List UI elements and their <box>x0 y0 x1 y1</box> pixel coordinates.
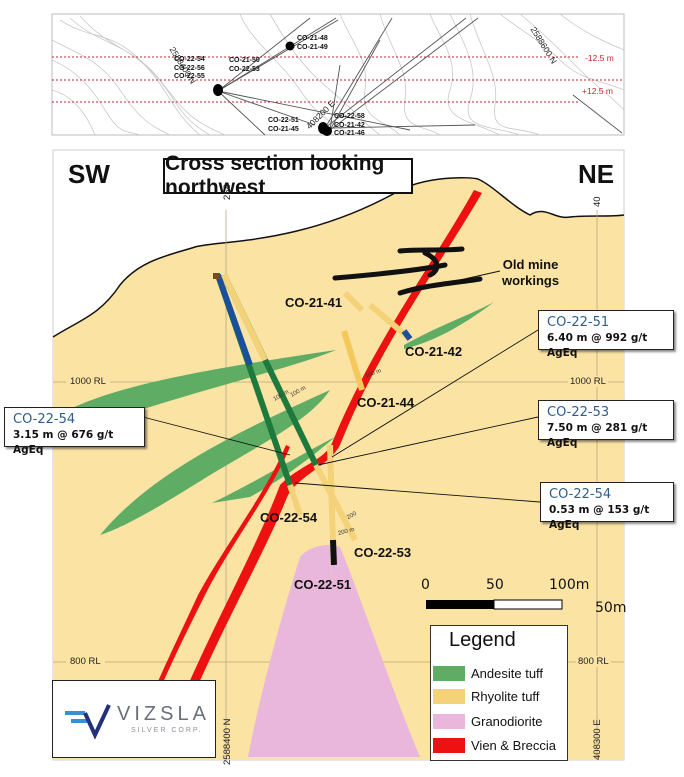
callout-hole: CO-22-54 <box>549 487 612 502</box>
callout-grade: 7.50 m @ 281 g/t AgEq <box>547 422 648 449</box>
collar-label: CO-21-50 <box>229 57 260 64</box>
scale-label-50m: 50m <box>595 600 627 616</box>
scale-label-100m: 100m <box>549 577 590 593</box>
drill-traces <box>217 17 623 136</box>
old-mine-workings <box>332 246 483 296</box>
collar-labels-west-right: CO-21-50 CO-22-53 <box>229 57 260 74</box>
collar-label: CO-22-58 <box>334 113 365 120</box>
callout-co-22-54-lower: CO-22-54 0.53 m @ 153 g/t AgEq <box>540 482 674 531</box>
collar-labels-south-right: CO-22-58 CO-21-42 CO-21-46 <box>334 113 365 139</box>
callout-grade: 0.53 m @ 153 g/t AgEq <box>549 504 650 531</box>
legend-item-rhyolite: Rhyolite tuff <box>433 689 539 704</box>
collar-label: CO-22-56 <box>174 64 205 72</box>
collar-label: CO-22-54 <box>174 56 205 63</box>
logo-name: VIZSLA <box>117 703 210 725</box>
callout-grade: 6.40 m @ 992 g/t AgEq <box>547 332 648 359</box>
grid-bottom-label: 2588400 N <box>222 718 233 765</box>
drillhole-label-co-21-41: CO-21-41 <box>285 295 343 310</box>
legend-label: Granodiorite <box>471 714 543 729</box>
drillhole-label-co-22-53: CO-22-53 <box>354 545 412 560</box>
drillhole-label-co-22-54: CO-22-54 <box>260 510 318 525</box>
legend-item-granodiorite: Granodiorite <box>433 714 543 729</box>
collar-label: CO-21-46 <box>334 130 365 137</box>
callout-hole: CO-22-54 <box>13 412 76 427</box>
cross-section: Cross section looking northwest SW NE 25… <box>0 145 684 772</box>
callout-hole: CO-22-51 <box>547 315 610 330</box>
workings-leader <box>459 270 501 281</box>
plan-view: CO-22-54 CO-22-56 CO-22-55 CO-21-50 CO-2… <box>0 0 684 145</box>
collar-labels-south-left: CO-22-51 CO-21-45 <box>268 117 299 134</box>
logo-sub: SILVER CORP. <box>131 727 203 734</box>
collar-label: CO-22-53 <box>229 65 260 73</box>
section-canvas <box>52 149 625 761</box>
collar-label: CO-21-42 <box>334 121 365 129</box>
legend-title: Legend <box>449 629 516 651</box>
logo-v-icon <box>65 704 111 740</box>
plan-map <box>51 13 625 136</box>
direction-ne: NE <box>578 159 615 189</box>
company-logo: VIZSLA SILVER CORP. <box>52 680 216 758</box>
grid-top-label: 258 <box>222 184 233 200</box>
rl-label: 1000 RL <box>568 376 608 387</box>
legend-swatch <box>433 738 465 753</box>
rl-label: 800 RL <box>576 656 611 667</box>
section-title: Cross section looking northwest <box>163 152 413 199</box>
legend-swatch <box>433 689 465 704</box>
offset-label-minus: -12.5 m <box>585 53 614 63</box>
direction-sw: SW <box>68 159 110 189</box>
rl-label: 800 RL <box>66 656 105 667</box>
callout-co-22-51: CO-22-51 6.40 m @ 992 g/t AgEq <box>538 310 674 359</box>
drillhole-co-22-53 <box>313 463 358 542</box>
scale-label-50: 50 <box>486 577 504 593</box>
drill-holes <box>213 273 413 578</box>
granodiorite-body <box>248 545 420 757</box>
collar-label: CO-21-45 <box>268 125 299 133</box>
collar-label: CO-21-48 <box>297 35 328 42</box>
legend-swatch <box>433 666 465 681</box>
drillhole-co-21-44 <box>341 330 365 391</box>
callout-co-22-54-upper: CO-22-54 3.15 m @ 676 g/t AgEq <box>4 407 145 456</box>
legend-item-vein: Vien & Breccia <box>433 738 556 753</box>
grid-bottom-label: 408300 E <box>592 719 603 760</box>
callout-hole: CO-22-53 <box>547 405 610 420</box>
legend: Legend Andesite tuff Rhyolite tuff Grano… <box>430 625 568 761</box>
collar-label: CO-21-49 <box>297 43 328 51</box>
old-mine-workings-label: Old mine workings <box>502 257 560 288</box>
legend-label: Vien & Breccia <box>471 738 557 753</box>
rhyolite-background <box>53 177 624 760</box>
collar-dots <box>213 41 332 136</box>
scale-bar <box>426 599 563 610</box>
callout-co-22-53: CO-22-53 7.50 m @ 281 g/t AgEq <box>538 400 674 449</box>
scale-label-0: 0 <box>421 577 430 593</box>
grid-top-label: 40 <box>592 196 603 207</box>
legend-label: Andesite tuff <box>471 666 544 681</box>
rl-label: 1000 RL <box>66 376 110 387</box>
callout-leaders <box>142 329 541 503</box>
drillhole-label-co-21-42: CO-21-42 <box>405 344 463 359</box>
legend-swatch <box>433 714 465 729</box>
offset-label-plus: +12.5 m <box>582 86 613 96</box>
collar-labels-north: CO-21-48 CO-21-49 <box>297 35 328 52</box>
legend-label: Rhyolite tuff <box>471 689 540 704</box>
callout-grade: 3.15 m @ 676 g/t AgEq <box>13 429 114 456</box>
legend-item-andesite: Andesite tuff <box>433 666 543 681</box>
collar-label: CO-22-51 <box>268 117 299 124</box>
drillhole-label-co-22-51: CO-22-51 <box>294 577 352 592</box>
collar-label: CO-22-55 <box>174 73 205 80</box>
drillhole-co-21-41 <box>342 290 365 313</box>
collar-labels-west-left: CO-22-54 CO-22-56 CO-22-55 <box>174 56 205 82</box>
drillhole-label-co-21-44: CO-21-44 <box>357 395 415 410</box>
